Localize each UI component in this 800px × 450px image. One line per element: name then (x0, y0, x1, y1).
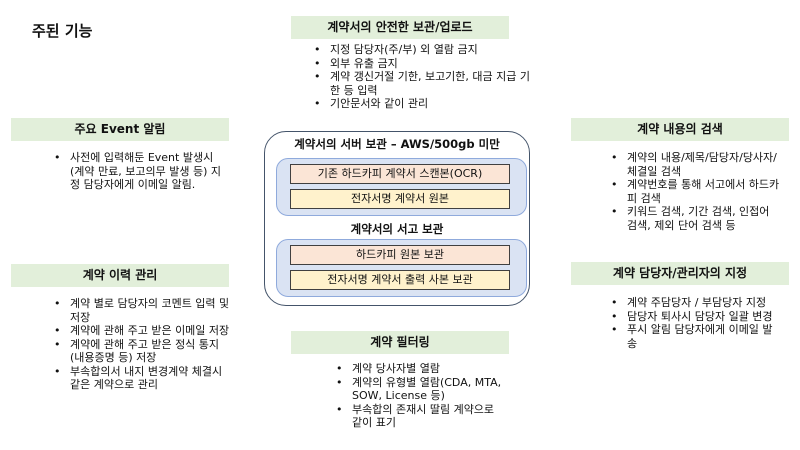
assign-list: 계약 주담당자 / 부담당자 지정 담당자 퇴사시 담당자 일괄 변경 푸시 알… (611, 296, 782, 350)
list-item: 담당자 퇴사시 담당자 일괄 변경 (611, 310, 782, 324)
list-item: 지정 담당자(주/부) 외 열람 금지 (314, 43, 540, 57)
list-item: 푸시 알림 담당자에게 이메일 발송 (611, 323, 782, 350)
storage-container (264, 131, 530, 306)
archive-row-printout: 전자서명 계약서 출력 사본 보관 (290, 270, 510, 290)
assign-header: 계약 담당자/관리자의 지정 (571, 262, 789, 285)
list-item: 부속합의 존재시 딸림 계약으로 같이 표기 (336, 403, 502, 430)
upload-header: 계약서의 안전한 보관/업로드 (291, 16, 509, 39)
list-item: 계약에 관해 주고 받은 정식 통지(내용증명 등) 저장 (54, 338, 230, 365)
slide-title: 주된 기능 (32, 22, 93, 40)
list-item: 계약 당사자별 열람 (336, 362, 502, 376)
upload-list: 지정 담당자(주/부) 외 열람 금지 외부 유출 금지 계약 갱신거절 기한,… (314, 43, 540, 111)
list-item: 사전에 입력해둔 Event 발생시 (계약 만료, 보고의무 발생 등) 지정… (54, 151, 230, 192)
server-row-esign: 전자서명 계약서 원본 (290, 189, 510, 209)
list-item: 계약에 관해 주고 받은 이메일 저장 (54, 324, 230, 338)
list-item: 계약의 내용/제목/담당자/당사자/체결일 검색 (611, 151, 782, 178)
list-item: 외부 유출 금지 (314, 57, 540, 71)
list-item: 계약 주담당자 / 부담당자 지정 (611, 296, 782, 310)
event-list: 사전에 입력해둔 Event 발생시 (계약 만료, 보고의무 발생 등) 지정… (54, 151, 230, 192)
filter-list: 계약 당사자별 열람 계약의 유형별 열람(CDA, MTA, SOW, Lic… (336, 362, 502, 430)
server-storage-title: 계약서의 서버 보관 – AWS/500gb 미만 (294, 137, 500, 151)
search-list: 계약의 내용/제목/담당자/당사자/체결일 검색 계약번호를 통해 서고에서 하… (611, 151, 782, 232)
event-header: 주요 Event 알림 (11, 118, 229, 141)
filter-header: 계약 필터링 (291, 331, 509, 354)
list-item: 부속합의서 내지 변경계약 체결시 같은 계약으로 관리 (54, 365, 230, 392)
list-item: 키워드 검색, 기간 검색, 인접어 검색, 제외 단어 검색 등 (611, 205, 782, 232)
list-item: 계약 갱신거절 기한, 보고기한, 대금 지급 기한 등 입력 (314, 70, 540, 97)
search-header: 계약 내용의 검색 (571, 118, 789, 141)
list-item: 계약 별로 담당자의 코멘트 입력 및 저장 (54, 297, 230, 324)
history-header: 계약 이력 관리 (11, 264, 229, 287)
history-list: 계약 별로 담당자의 코멘트 입력 및 저장 계약에 관해 주고 받은 이메일 … (54, 297, 230, 392)
list-item: 기안문서와 같이 관리 (314, 97, 540, 111)
archive-storage-title: 계약서의 서고 보관 (350, 222, 444, 236)
list-item: 계약의 유형별 열람(CDA, MTA, SOW, License 등) (336, 376, 502, 403)
server-row-scan: 기존 하드카피 계약서 스캔본(OCR) (290, 164, 510, 184)
list-item: 계약번호를 통해 서고에서 하드카피 검색 (611, 178, 782, 205)
archive-row-hardcopy: 하드카피 원본 보관 (290, 245, 510, 265)
